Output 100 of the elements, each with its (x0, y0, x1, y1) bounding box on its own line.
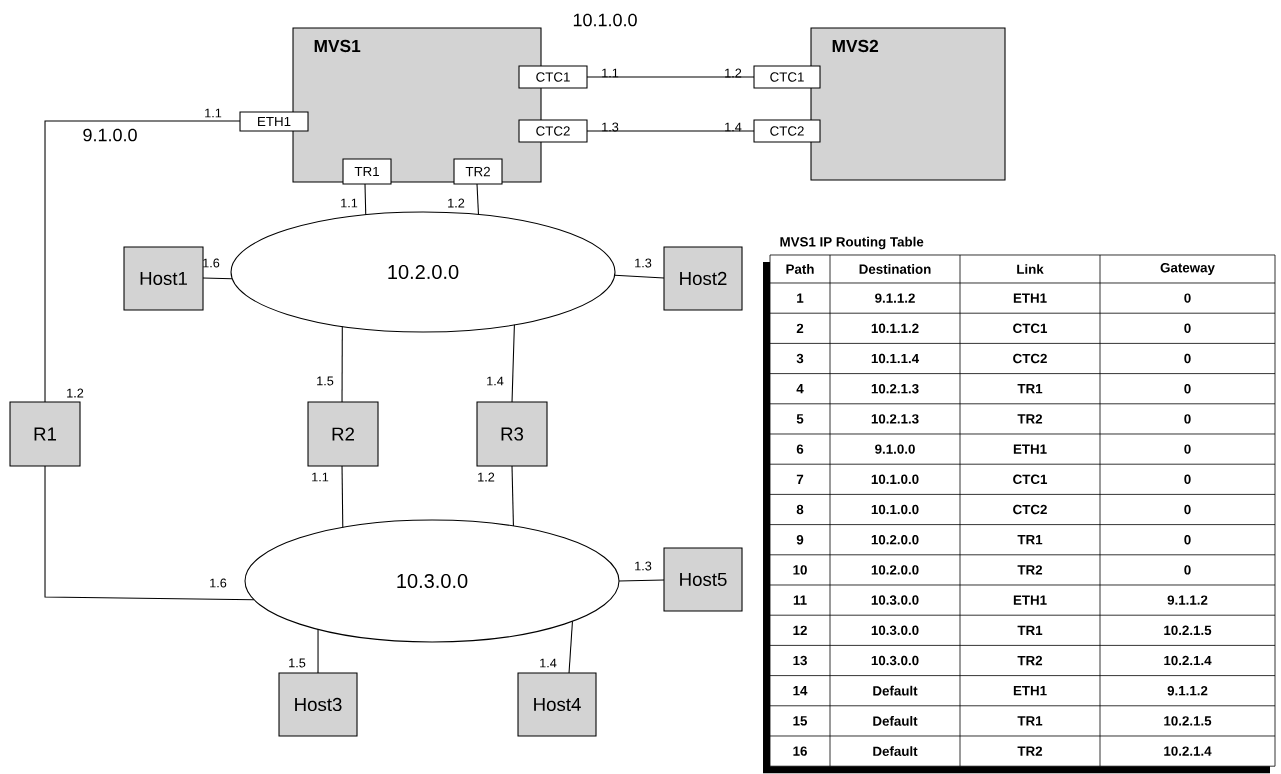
table-cell: 6 (796, 444, 804, 454)
connector-line (618, 579, 665, 582)
connector-line (511, 465, 514, 527)
table-cell: 15 (793, 716, 808, 726)
port-box: ETH1 (239, 111, 309, 132)
interface-address: 1.6 (203, 258, 220, 268)
router-box: R3 (476, 401, 548, 467)
table-cell: 14 (793, 686, 808, 696)
connector-line (317, 628, 319, 674)
port-box: CTC1 (753, 65, 821, 89)
table-cell: TR2 (1017, 655, 1043, 666)
connector-line (341, 325, 343, 403)
router-box: R2 (307, 401, 379, 467)
host-box: Host3 (278, 672, 358, 737)
table-cell: 10.1.1.2 (871, 323, 919, 333)
port-box: CTC1 (518, 65, 588, 89)
column-header: Link (1017, 264, 1044, 274)
table-cell: CTC2 (1013, 353, 1047, 364)
table-cell: 9.1.0.0 (875, 444, 915, 454)
table-cell: 10.2.1.3 (871, 383, 919, 394)
interface-address: 1.5 (317, 376, 334, 386)
table-cell: 0 (1184, 414, 1191, 424)
interface-address: 1.3 (635, 258, 652, 268)
table-cell: 0 (1184, 565, 1191, 575)
table-cell: 10.2.1.3 (871, 414, 919, 424)
table-cell: 5 (796, 414, 804, 424)
table-cell: 2 (796, 323, 804, 333)
connector-line (476, 183, 479, 216)
table-cell: 9.1.1.2 (875, 293, 915, 303)
table-cell: 10.1.0.0 (871, 504, 919, 515)
table-cell: 0 (1184, 444, 1191, 454)
router-box: R1 (9, 401, 81, 467)
interface-address: 1.4 (725, 122, 742, 132)
table-cell: 7 (796, 474, 804, 484)
table-cell: 1 (797, 293, 804, 303)
table-cell: TR2 (1017, 414, 1043, 424)
connector-line (202, 277, 233, 280)
table-cell: 9.1.1.2 (1167, 595, 1208, 605)
host-box: Host5 (663, 547, 743, 612)
connector-line (586, 130, 755, 132)
table-cell: 0 (1184, 293, 1191, 303)
column-header: Destination (859, 264, 931, 274)
table-cell: 0 (1184, 474, 1191, 484)
table-cell: 10.3.0.0 (871, 595, 919, 605)
system-box: MVS2 (810, 27, 1006, 181)
table-cell: CTC1 (1013, 323, 1048, 333)
table-cell: 11 (793, 595, 807, 605)
table-cell: 0 (1184, 353, 1191, 364)
table-cell: TR2 (1017, 565, 1043, 575)
table-cell: 10.3.0.0 (871, 625, 919, 635)
interface-address: 1.1 (341, 198, 358, 208)
table-cell: Default (873, 716, 918, 726)
table-cell: 13 (793, 655, 807, 666)
column-header: Gateway (1160, 262, 1215, 276)
table-cell: 16 (793, 746, 807, 756)
table-cell: ETH1 (1013, 444, 1047, 454)
interface-address: 1.3 (602, 122, 619, 132)
connector-line (586, 76, 755, 78)
table-cell: 10.1.0.0 (871, 474, 919, 484)
connector-line (614, 274, 665, 279)
table-cell: Default (873, 685, 918, 696)
table-cell: 10.2.0.0 (871, 565, 919, 575)
table-title: MVS1 IP Routing Table (780, 236, 924, 250)
table-cell: 10.2.1.4 (1164, 746, 1212, 756)
connector-line (44, 465, 255, 601)
interface-address: 1.4 (540, 658, 557, 668)
connector-line (364, 183, 367, 216)
interface-address: 1.6 (210, 578, 227, 588)
interface-address: 1.4 (487, 376, 504, 386)
connector-line (511, 324, 515, 403)
network-address: 10.1.0.0 (573, 13, 637, 27)
table-cell: 0 (1184, 535, 1191, 545)
table-cell: 8 (796, 504, 804, 515)
host-box: Host4 (517, 672, 597, 737)
table-cell: TR1 (1017, 384, 1043, 394)
table-cell: 12 (793, 625, 807, 635)
table-cell: 10.2.1.4 (1164, 655, 1212, 666)
table-cell: CTC2 (1013, 504, 1047, 515)
table-cell: 0 (1184, 323, 1191, 333)
network-address: 9.1.0.0 (83, 128, 137, 142)
table-cell: TR1 (1017, 535, 1043, 545)
interface-address: 1.5 (289, 658, 306, 668)
interface-address: 1.2 (725, 68, 742, 78)
table-cell: CTC1 (1013, 474, 1048, 484)
connector-line (341, 465, 344, 528)
table-cell: 10 (793, 565, 807, 575)
table-cell: 10.2.1.5 (1164, 716, 1212, 726)
host-box: Host2 (663, 246, 743, 311)
table-cell: 0 (1184, 504, 1191, 515)
port-box: CTC2 (753, 119, 821, 143)
table-cell: 10.2.1.5 (1164, 625, 1212, 635)
interface-address: 1.3 (635, 561, 652, 571)
connector-line (568, 620, 573, 674)
table-cell: 9.1.1.2 (1167, 686, 1208, 696)
table-cell: ETH1 (1013, 686, 1047, 696)
table-cell: 3 (796, 353, 804, 364)
table-cell: Default (873, 746, 918, 756)
table-cell: 10.1.1.4 (871, 353, 919, 364)
table-cell: 4 (796, 384, 804, 394)
table-cell: 9 (796, 535, 804, 545)
